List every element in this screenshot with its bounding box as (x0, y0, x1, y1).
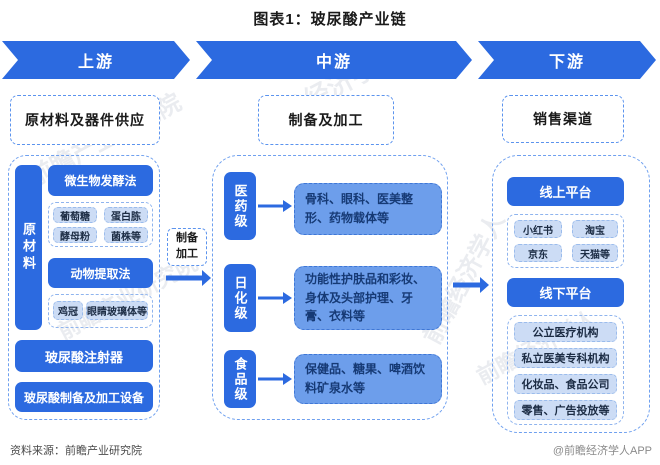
downstream-header: 销售渠道 (502, 95, 624, 143)
offline-item: 私立医美专科机构 (514, 348, 617, 368)
downstream-group (492, 155, 650, 433)
page-title: 图表1：玻尿酸产业链 (253, 11, 407, 28)
arrow-shaft (258, 296, 283, 300)
equipment-box: 玻尿酸制备及加工设备 (15, 382, 153, 412)
prep-process-connector: 制备 加工 (167, 228, 207, 266)
arrow-shaft (258, 377, 283, 381)
offline-item: 零售、广告投放等 (514, 400, 617, 420)
arrow-head (283, 292, 292, 304)
grade-daily-box: 日化级 (224, 264, 256, 332)
upstream-group (8, 155, 160, 420)
arrow-head (283, 373, 292, 385)
arrow-right-icon (258, 200, 292, 212)
online-item: 天猫等 (572, 244, 618, 262)
arrow-right-icon (258, 373, 292, 385)
animal-items-box (48, 294, 153, 328)
process-header: 制备及加工 (258, 95, 394, 145)
grade-food-desc: 保健品、糖果、啤酒饮料矿泉水等 (294, 354, 442, 404)
arrow-right-icon (453, 277, 489, 293)
banner-downstream: 下游 (478, 41, 656, 79)
fermentation-item: 葡萄糖 (53, 207, 97, 223)
arrow-shaft (166, 275, 202, 281)
animal-extraction-box: 动物提取法 (48, 258, 153, 288)
arrow-head (283, 200, 292, 212)
arrow-head (480, 277, 489, 293)
grade-food-box: 食品级 (224, 350, 256, 408)
raw-material-side-label: 原材料 (15, 165, 42, 330)
banner-midstream: 中游 (196, 41, 472, 79)
grade-medical-desc: 骨科、眼科、医美整形、药物载体等 (294, 183, 442, 235)
offline-platform-box: 线下平台 (507, 278, 624, 307)
arrow-right-icon (166, 270, 211, 286)
offline-items-box (507, 315, 624, 425)
midstream-group (212, 155, 448, 420)
animal-item: 眼睛玻璃体等 (86, 301, 148, 320)
arrow-right-icon (258, 292, 292, 304)
online-item: 京东 (514, 244, 562, 262)
online-item: 淘宝 (572, 220, 618, 238)
credit-note: @前瞻经济学人APP (552, 445, 652, 457)
arrow-shaft (258, 204, 283, 208)
offline-item: 化妆品、食品公司 (514, 374, 617, 394)
animal-item: 鸡冠 (53, 301, 83, 320)
online-item: 小红书 (514, 220, 562, 238)
upstream-header: 原材料及器件供应 (10, 95, 160, 145)
fermentation-method-box: 微生物发酵法 (48, 165, 153, 196)
online-items-box (507, 214, 624, 268)
grade-daily-desc: 功能性护肤品和彩妆、身体及头部护理、牙膏、衣料等 (294, 266, 442, 330)
connector-line2: 加工 (176, 248, 198, 260)
syringe-box: 玻尿酸注射器 (15, 340, 153, 372)
source-note: 资料来源：前瞻产业研究院 (10, 445, 142, 457)
banner-upstream: 上游 (2, 41, 190, 79)
fermentation-item: 蛋白胨 (104, 207, 148, 223)
fermentation-items-box (48, 202, 153, 247)
online-platform-box: 线上平台 (507, 177, 624, 206)
fermentation-item: 菌株等 (104, 227, 148, 243)
arrow-shaft (453, 282, 480, 288)
connector-line1: 制备 (176, 232, 198, 245)
arrow-head (202, 270, 211, 286)
grade-medical-box: 医药级 (224, 172, 256, 240)
offline-item: 公立医疗机构 (514, 322, 617, 342)
fermentation-item: 酵母粉 (53, 227, 97, 243)
